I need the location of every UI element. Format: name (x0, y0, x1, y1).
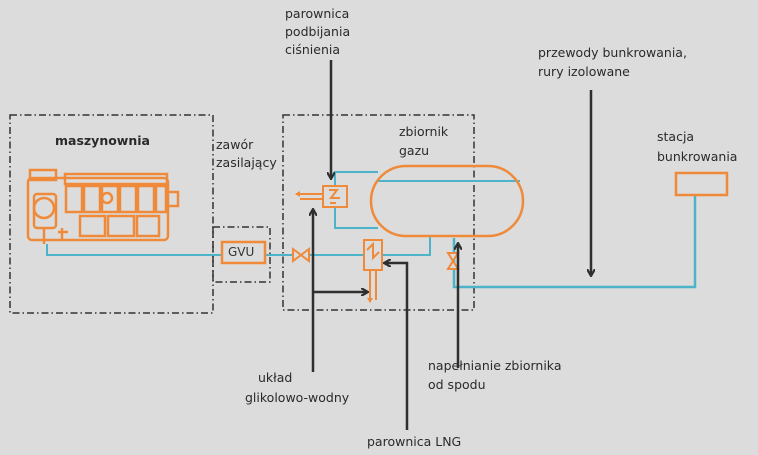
bottom-fill-label-line1: napełnianie zbiornika (428, 358, 562, 373)
bunker-station-label-line1: stacja (657, 129, 695, 144)
bunker-station-label-line2: bunkrowania (657, 149, 738, 164)
boost-vaporizer-label-line3: ciśnienia (285, 42, 340, 57)
engine-room-boundary (9, 114, 214, 314)
bunker-pipes-label-line2: rury izolowane (538, 64, 630, 79)
glycol-label-line2: glikolowo-wodny (245, 390, 350, 405)
supply-valve-icon (292, 247, 310, 263)
gas-tank (369, 164, 525, 238)
bunker-pipes-label-line1: przewody bunkrowania, (538, 45, 687, 60)
glycol-label-line1: układ (258, 370, 293, 385)
bunkering-pipe (452, 195, 697, 289)
boost-vaporizer-label-line2: podbijania (285, 24, 351, 39)
supply-valve-label-line2: zasilający (216, 155, 277, 170)
engine-room-label: maszynownia (55, 133, 150, 148)
tank-room-boundary (282, 114, 475, 311)
boost-vaporizer-icon (295, 185, 348, 208)
bottom-fill-valve-icon (446, 252, 460, 270)
lng-vaporizer-pointer-arrow (385, 263, 409, 430)
tank-label-line1: zbiornik (399, 124, 449, 139)
boost-vaporizer-top-pipe (334, 171, 378, 186)
boost-vaporizer-bottom-pipe (334, 207, 378, 229)
bunkering-station-box (674, 171, 729, 197)
gvu-label: GVU (228, 245, 255, 259)
lng-vaporizer-icon (363, 239, 383, 303)
engine-icon (26, 168, 180, 244)
tank-label-line2: gazu (399, 143, 430, 158)
lng-vaporizer-label: parownica LNG (367, 434, 462, 449)
gvu-box (220, 240, 267, 265)
supply-valve-label-line1: zawór (216, 137, 254, 152)
boost-vaporizer-label-line1: parownica (285, 6, 350, 21)
bottom-fill-label-line2: od spodu (428, 377, 486, 392)
gvu-boundary (212, 226, 271, 283)
